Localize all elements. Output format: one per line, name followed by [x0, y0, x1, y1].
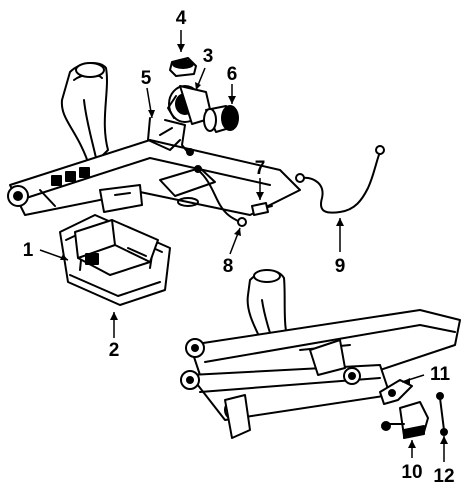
mounting-bracket: [147, 117, 194, 156]
sensor-link-rod: [436, 392, 448, 436]
callout-7: 7: [255, 158, 266, 179]
callout-labels: 1 2 3 4 5 6 7 8 9 10 11 12: [23, 8, 455, 487]
callout-12: 12: [433, 466, 454, 487]
callout-1: 1: [23, 240, 34, 261]
front-crossmember-assembly: [7, 62, 301, 216]
sensor-lead-cable: [194, 165, 247, 227]
callout-9: 9: [335, 256, 346, 277]
height-sensor: [381, 401, 429, 439]
callout-5: 5: [141, 68, 152, 89]
callout-8: 8: [223, 256, 234, 277]
control-module-box: [74, 219, 159, 276]
callout-11: 11: [430, 364, 451, 385]
callout-4: 4: [176, 8, 187, 29]
callout-2: 2: [109, 340, 120, 361]
rear-axle-assembly: [180, 269, 461, 439]
callout-3: 3: [203, 46, 214, 67]
filter-cylinder: [203, 105, 239, 133]
callout-10: 10: [401, 462, 422, 483]
sensor-connector: [251, 202, 273, 216]
callout-6: 6: [227, 64, 238, 85]
rear-sensor-bracket: [379, 379, 413, 405]
leader-arrowheads: [60, 44, 448, 448]
air-hose: [295, 145, 385, 214]
cap-part: [169, 57, 197, 77]
